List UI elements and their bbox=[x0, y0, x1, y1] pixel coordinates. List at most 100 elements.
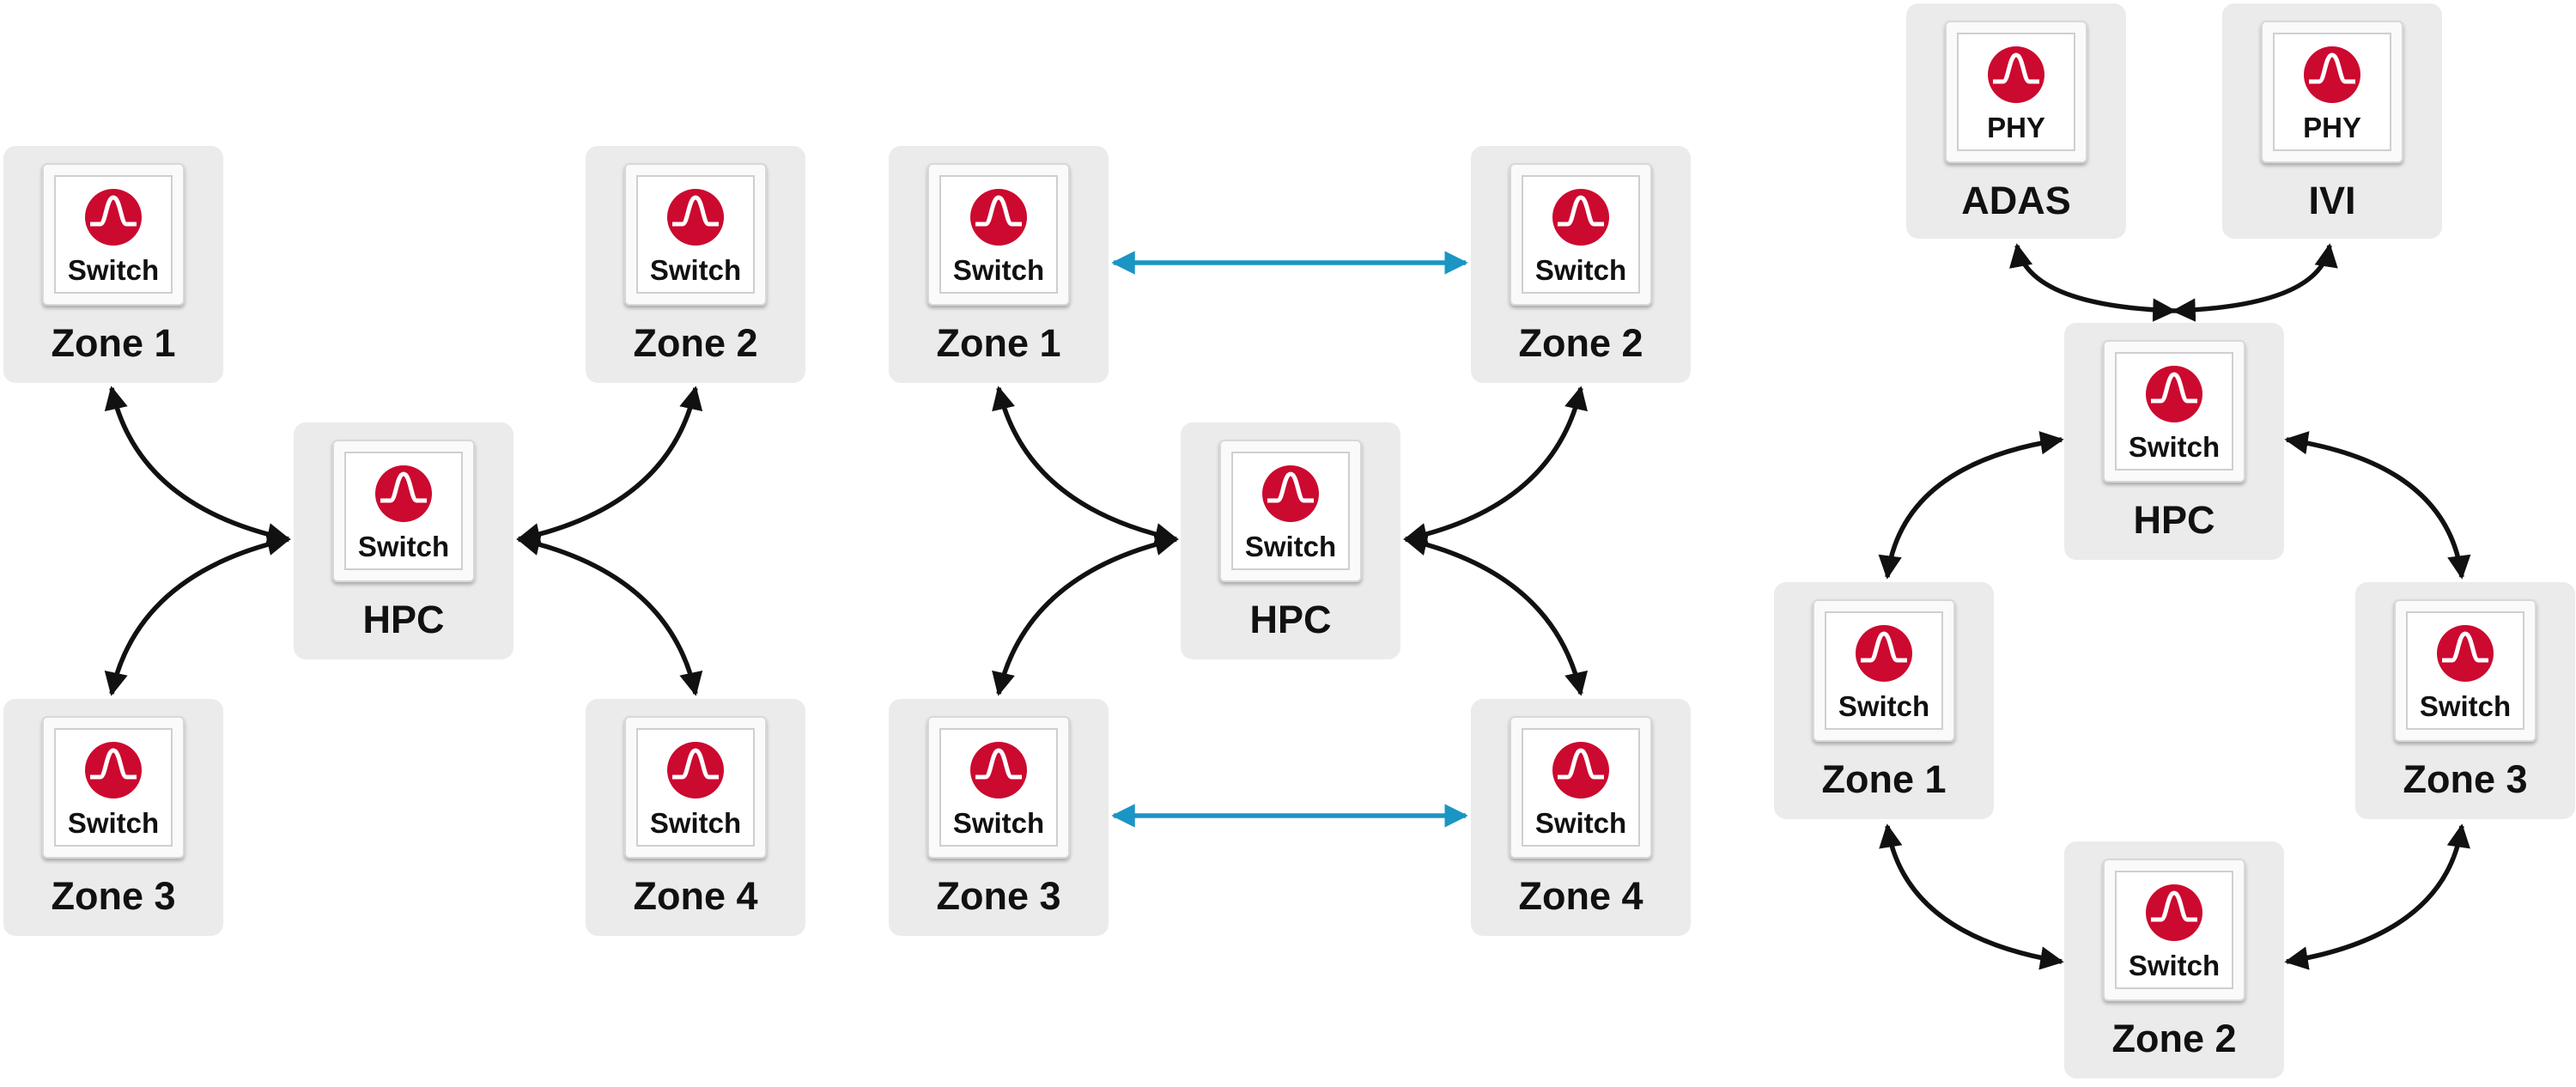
chip-label: PHY bbox=[2303, 112, 2361, 143]
hpc-node: Switch HPC bbox=[2064, 323, 2284, 560]
switch-chip: Switch bbox=[2103, 340, 2245, 483]
chip-label: Switch bbox=[1838, 690, 1930, 722]
link-hpc-zone3 bbox=[992, 532, 1179, 696]
broadcom-pulse-icon bbox=[2146, 366, 2202, 422]
link-hpc-ivi bbox=[2172, 243, 2338, 322]
broadcom-pulse-icon bbox=[2437, 625, 2494, 682]
diagram2-peer-links bbox=[1111, 251, 1468, 828]
broadcom-pulse-icon bbox=[375, 465, 432, 522]
zone2-node: Switch Zone 2 bbox=[2064, 841, 2284, 1078]
broadcom-pulse-icon bbox=[2304, 46, 2360, 103]
node-label: Zone 4 bbox=[1518, 874, 1643, 918]
node-label: Zone 1 bbox=[936, 321, 1061, 365]
diagram3-links bbox=[1878, 243, 2471, 970]
node-label: Zone 2 bbox=[633, 321, 758, 365]
broadcom-pulse-icon bbox=[1552, 189, 1609, 246]
chip-label: PHY bbox=[1987, 112, 2045, 143]
node-label: Zone 1 bbox=[1821, 757, 1947, 801]
switch-chip: Switch bbox=[2394, 599, 2537, 742]
link-hpc-zone1 bbox=[104, 386, 291, 547]
broadcom-pulse-icon bbox=[2146, 884, 2202, 941]
adas-node: PHY ADAS bbox=[1906, 3, 2126, 239]
switch-chip: Switch bbox=[1510, 163, 1652, 306]
switch-chip: Switch bbox=[332, 440, 475, 582]
zone2-node: Switch Zone 2 bbox=[586, 146, 805, 383]
zone2-node: Switch Zone 2 bbox=[1471, 146, 1691, 383]
link-hpc-zone2 bbox=[516, 386, 703, 547]
diagram1-links bbox=[104, 386, 703, 696]
chip-label: Switch bbox=[67, 807, 160, 839]
switch-chip: Switch bbox=[1813, 599, 1955, 742]
chip-label: Switch bbox=[1534, 254, 1627, 286]
switch-chip: Switch bbox=[624, 716, 767, 859]
zone3-node: Switch Zone 3 bbox=[2355, 582, 2575, 819]
link-hpc-zone4 bbox=[516, 532, 703, 696]
switch-chip: Switch bbox=[624, 163, 767, 306]
node-label: Zone 1 bbox=[51, 321, 176, 365]
chip-label: Switch bbox=[952, 254, 1045, 286]
phy-chip: PHY bbox=[1945, 21, 2087, 163]
broadcom-pulse-icon bbox=[1262, 465, 1319, 522]
broadcom-pulse-icon bbox=[667, 742, 724, 799]
link-hpc-zone3 bbox=[2284, 431, 2471, 580]
switch-chip: Switch bbox=[42, 716, 185, 859]
node-label: Zone 2 bbox=[2111, 1017, 2237, 1060]
chip-label: Switch bbox=[357, 531, 450, 562]
node-label: Zone 3 bbox=[2403, 757, 2528, 801]
zone1-node: Switch Zone 1 bbox=[1774, 582, 1994, 819]
diagram2-links bbox=[992, 386, 1589, 696]
broadcom-pulse-icon bbox=[970, 742, 1027, 799]
switch-chip: Switch bbox=[1219, 440, 1362, 582]
ivi-node: PHY IVI bbox=[2222, 3, 2442, 239]
node-label: ADAS bbox=[1961, 179, 2071, 222]
node-label: HPC bbox=[362, 598, 445, 641]
chip-label: Switch bbox=[1244, 531, 1337, 562]
chip-label: Switch bbox=[67, 254, 160, 286]
switch-chip: Switch bbox=[42, 163, 185, 306]
node-label: HPC bbox=[2133, 498, 2215, 542]
switch-chip: Switch bbox=[2103, 859, 2245, 1001]
switch-chip: Switch bbox=[927, 163, 1070, 306]
broadcom-pulse-icon bbox=[1552, 742, 1609, 799]
broadcom-pulse-icon bbox=[85, 742, 142, 799]
node-label: Zone 3 bbox=[51, 874, 176, 918]
link-hpc-zone4 bbox=[1403, 532, 1589, 696]
link-hpc-zone3 bbox=[104, 532, 291, 696]
link-zone3-zone2 bbox=[2284, 823, 2470, 970]
node-label: HPC bbox=[1249, 598, 1332, 641]
zone1-node: Switch Zone 1 bbox=[3, 146, 223, 383]
zone1-node: Switch Zone 1 bbox=[889, 146, 1109, 383]
switch-chip: Switch bbox=[1510, 716, 1652, 859]
node-label: Zone 3 bbox=[936, 874, 1061, 918]
zone4-node: Switch Zone 4 bbox=[586, 699, 805, 936]
broadcom-pulse-icon bbox=[1856, 625, 1912, 682]
zone3-node: Switch Zone 3 bbox=[889, 699, 1109, 936]
zone4-node: Switch Zone 4 bbox=[1471, 699, 1691, 936]
broadcom-pulse-icon bbox=[970, 189, 1027, 246]
zone3-node: Switch Zone 3 bbox=[3, 699, 223, 936]
node-label: Zone 2 bbox=[1518, 321, 1643, 365]
chip-label: Switch bbox=[649, 807, 742, 839]
chip-label: Switch bbox=[2128, 431, 2221, 463]
link-hpc-adas bbox=[2009, 243, 2177, 322]
link-zone1-zone2 bbox=[1879, 823, 2064, 970]
hpc-node: Switch HPC bbox=[294, 422, 513, 659]
broadcom-pulse-icon bbox=[667, 189, 724, 246]
node-label: IVI bbox=[2308, 179, 2356, 222]
phy-chip: PHY bbox=[2261, 21, 2403, 163]
link-hpc-zone2 bbox=[1403, 386, 1588, 547]
chip-label: Switch bbox=[2419, 690, 2512, 722]
chip-label: Switch bbox=[649, 254, 742, 286]
broadcom-pulse-icon bbox=[85, 189, 142, 246]
switch-chip: Switch bbox=[927, 716, 1070, 859]
chip-label: Switch bbox=[1534, 807, 1627, 839]
hpc-node: Switch HPC bbox=[1181, 422, 1400, 659]
link-hpc-zone1 bbox=[1878, 431, 2064, 580]
link-hpc-zone1 bbox=[992, 386, 1179, 547]
chip-label: Switch bbox=[952, 807, 1045, 839]
broadcom-pulse-icon bbox=[1988, 46, 2044, 103]
chip-label: Switch bbox=[2128, 950, 2221, 981]
node-label: Zone 4 bbox=[633, 874, 758, 918]
